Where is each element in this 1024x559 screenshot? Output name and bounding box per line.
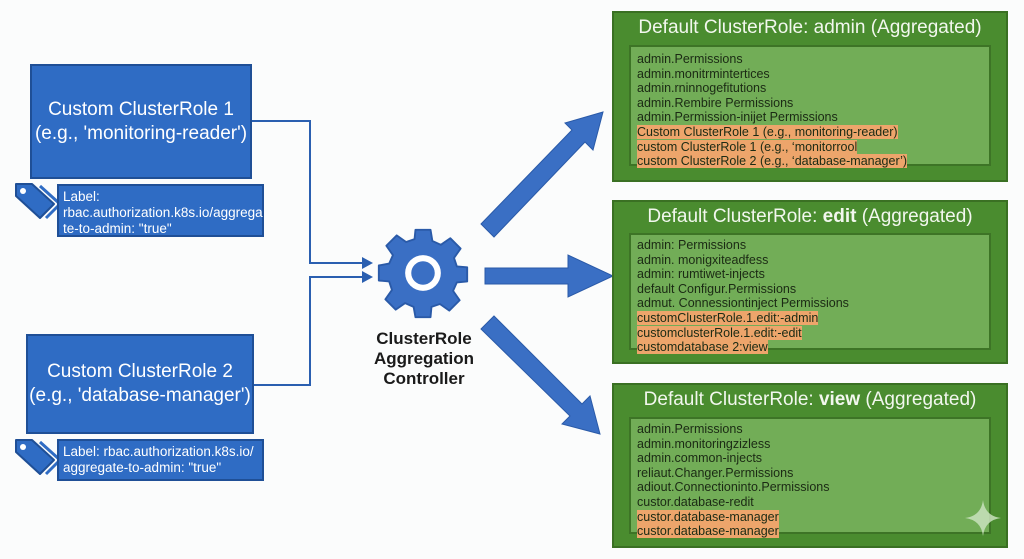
default-clusterrole-edit-panel: Default ClusterRole: edit (Aggregated) a…	[612, 200, 1008, 364]
custom-clusterrole-2-label: Label: rbac.authorization.k8s.io/ aggreg…	[57, 439, 264, 481]
permission-text: customdatabase 2:view	[637, 340, 768, 355]
title-role: admin	[813, 17, 866, 38]
permission-text: custor.database-redit	[637, 494, 754, 509]
tag-icon	[10, 180, 62, 227]
default-clusterrole-view-panel: Default ClusterRole: view (Aggregated) a…	[612, 383, 1008, 548]
permission-text: reliaut.Changer.Permissions	[637, 465, 794, 480]
label-line: te-to-admin: "true"	[63, 221, 172, 236]
permission-item: adiout.Connectioninto.Permissions	[637, 480, 983, 495]
permission-text: adiout.Connectioninto.Permissions	[637, 480, 830, 495]
permission-item: admin.Permissions	[637, 422, 983, 437]
permission-text: admin.Rembire Permissions	[637, 95, 794, 110]
title-prefix: Default ClusterRole:	[647, 206, 823, 227]
permission-text: customclusterRole.1.edit:-edit	[637, 325, 802, 340]
permission-item: admin. monigxiteadfess	[637, 253, 983, 268]
label-line: Label:	[63, 189, 100, 204]
connector-arrowhead-2	[362, 271, 373, 283]
controller-label: ClusterRole Aggregation Controller	[360, 329, 488, 389]
permission-item: admin.rninnogefitutions	[637, 81, 983, 96]
title-suffix: (Aggregated)	[860, 389, 977, 410]
permission-text: admin.common-injects	[637, 451, 763, 466]
permission-text: custor.database-manager	[637, 509, 779, 524]
title-role: view	[818, 389, 861, 410]
default-clusterrole-admin-panel: Default ClusterRole: admin (Aggregated) …	[612, 11, 1008, 182]
permission-item: admin.Rembire Permissions	[637, 96, 983, 111]
sparkle-icon	[965, 500, 1001, 536]
arrow-to-edit	[484, 254, 615, 298]
custom-role-1-connector	[250, 120, 362, 264]
custom-clusterrole-1-subtitle: (e.g., 'monitoring-reader')	[34, 122, 248, 144]
permission-text: admin.Permissions	[637, 52, 743, 66]
tag-icon	[10, 436, 62, 483]
permission-text: custom ClusterRole 2 (e.g., ‘database-ma…	[637, 154, 908, 169]
controller-label-line: ClusterRole	[376, 329, 472, 348]
title-prefix: Default ClusterRole:	[643, 389, 819, 410]
permission-item: admin.common-injects	[637, 451, 983, 466]
custom-clusterrole-1-label: Label: rbac.authorization.k8s.io/aggrega…	[57, 184, 264, 237]
custom-clusterrole-2-subtitle: (e.g., 'database-manager')	[29, 385, 251, 406]
title-prefix: Default ClusterRole:	[638, 17, 814, 38]
permission-item-aggregated: Custom ClusterRole 1 (e.g., monitoring-r…	[637, 124, 983, 140]
custom-clusterrole-1-title: Custom ClusterRole 1	[48, 98, 234, 120]
permission-item: admin: rumtiwet-injects	[637, 267, 983, 282]
permission-item: default Configur.Permissions	[637, 282, 983, 297]
permission-text: admin.Permissions	[637, 422, 743, 436]
permission-item: custor.database-redit	[637, 495, 983, 510]
permission-text: admin: Permissions	[637, 238, 747, 252]
custom-clusterrole-1-box: Custom ClusterRole 1 (e.g., 'monitoring-…	[30, 64, 252, 179]
permission-text: admin. monigxiteadfess	[637, 252, 769, 267]
permission-item-aggregated: customclusterRole.1.edit:-edit	[637, 325, 983, 341]
panel-title: Default ClusterRole: view (Aggregated)	[614, 385, 1006, 415]
custom-clusterrole-2-title: Custom ClusterRole 2	[47, 361, 233, 382]
permission-item: reliaut.Changer.Permissions	[637, 466, 983, 481]
arrow-to-admin	[480, 111, 604, 238]
label-line: aggregate-to-admin: "true"	[63, 460, 222, 475]
permission-item: admin.Permission-inijet Permissions	[637, 110, 983, 125]
title-suffix: (Aggregated)	[865, 17, 982, 38]
permission-item-aggregated: custor.database-manager	[637, 509, 983, 525]
permission-item-aggregated: customClusterRole.1.edit:-admin	[637, 310, 983, 326]
custom-role-2-connector	[250, 276, 362, 386]
custom-clusterrole-2-box: Custom ClusterRole 2 (e.g., 'database-ma…	[26, 334, 254, 434]
permission-item: admin.Permissions	[637, 52, 983, 67]
label-line: rbac.authorization.k8s.io/aggrega	[63, 205, 263, 220]
permission-text: custom ClusterRole 1 (e.g., ‘monitorrool	[637, 139, 858, 154]
arrow-to-view	[480, 315, 601, 435]
permission-item-aggregated: custor.database-manager	[637, 524, 983, 539]
permission-text: admut. Connessiontinject Permissions	[637, 296, 849, 311]
permission-text: admin.monitrmintertices	[637, 66, 770, 81]
permission-item-aggregated: customdatabase 2:view	[637, 340, 983, 355]
permission-text: admin.rninnogefitutions	[637, 81, 767, 96]
label-line: Label: rbac.authorization.k8s.io/	[63, 444, 254, 459]
permission-item: admin.monitrmintertices	[637, 67, 983, 82]
permission-text: customClusterRole.1.edit:-admin	[637, 310, 819, 325]
permission-text: admin.monitoringzizless	[637, 436, 771, 451]
title-suffix: (Aggregated)	[856, 206, 973, 227]
permission-text: admin: rumtiwet-injects	[637, 267, 765, 282]
permission-item: admin.monitoringzizless	[637, 437, 983, 452]
permission-item: admin: Permissions	[637, 238, 983, 253]
permission-item: admut. Connessiontinject Permissions	[637, 296, 983, 311]
permission-item-aggregated: custom ClusterRole 1 (e.g., ‘monitorrool	[637, 139, 983, 155]
permission-text: default Configur.Permissions	[637, 281, 797, 296]
title-role: edit	[822, 206, 857, 227]
controller-label-line: Aggregation	[373, 349, 475, 368]
permission-text: Custom ClusterRole 1 (e.g., monitoring-r…	[637, 124, 898, 139]
permission-item-aggregated: custom ClusterRole 2 (e.g., ‘database-ma…	[637, 154, 983, 169]
connector-arrowhead-1	[362, 257, 373, 269]
controller-label-line: Controller	[383, 369, 465, 388]
panel-title: Default ClusterRole: admin (Aggregated)	[614, 13, 1006, 43]
gear-icon	[376, 226, 470, 320]
permission-text: admin.Permission-inijet Permissions	[637, 110, 838, 125]
permission-text: custor.database-manager	[637, 524, 779, 539]
panel-title: Default ClusterRole: edit (Aggregated)	[614, 202, 1006, 232]
